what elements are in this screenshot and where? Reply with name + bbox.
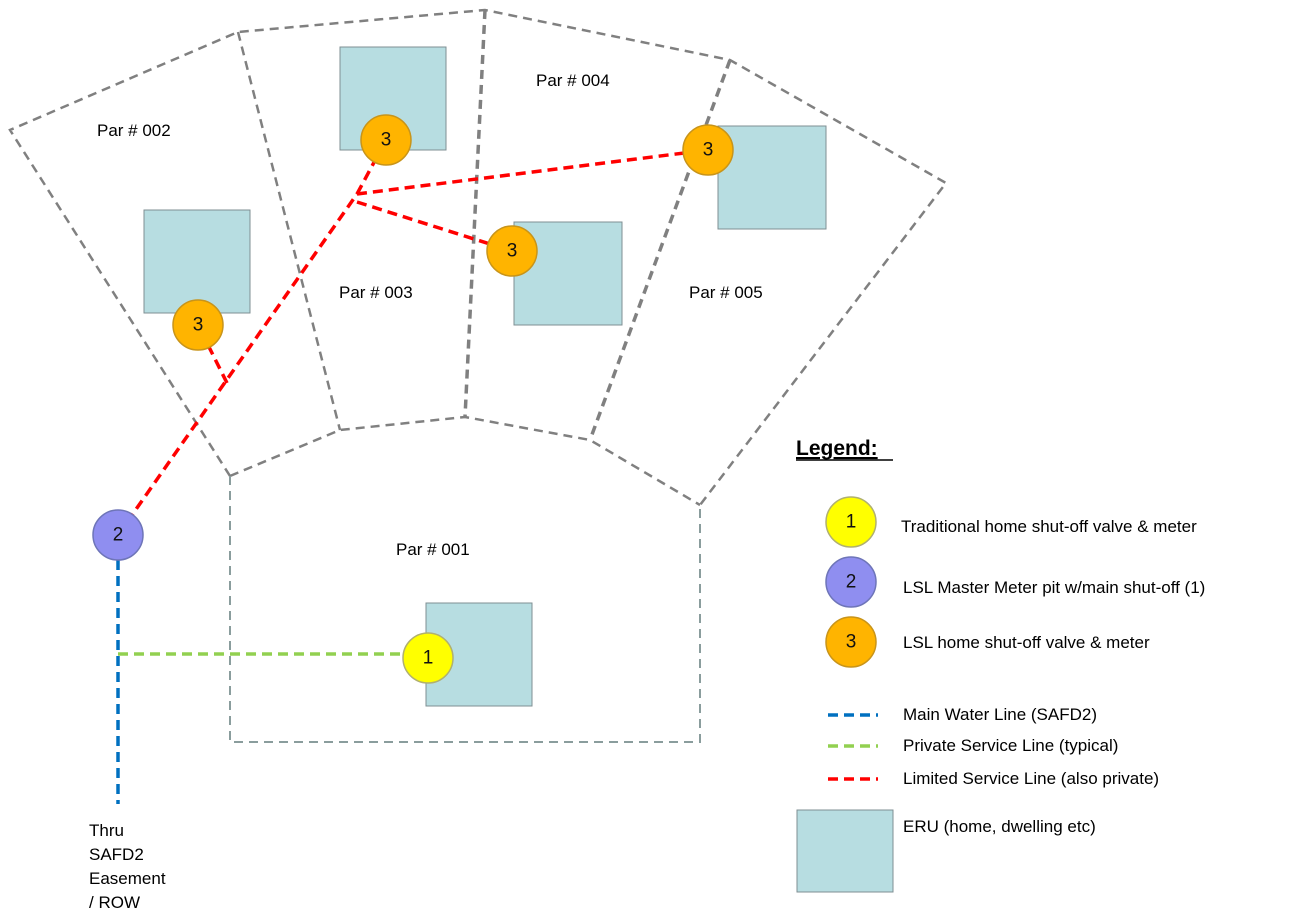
legend-node-3-icon: [825, 616, 877, 668]
node-label: 3: [507, 241, 518, 262]
node-2-master-meter: 2: [92, 509, 144, 561]
node-1-parcel-001: 1: [402, 632, 454, 684]
node-label: 3: [703, 140, 714, 161]
node-label: 3: [193, 315, 204, 336]
legend-limited-line: Limited Service Line (also private): [828, 769, 1159, 788]
node-3-parcel-003: 3: [360, 114, 412, 166]
legend-limited-line-label: Limited Service Line (also private): [903, 769, 1159, 788]
legend-item-1: 1 Traditional home shut-off valve & mete…: [825, 496, 1197, 548]
limited-line-to-005: [356, 148, 709, 196]
limited-line-trunk: [116, 192, 359, 537]
legend-node-1-icon: [825, 496, 877, 548]
boundary-004-005: [588, 59, 732, 441]
boundary-parcel-001: [229, 476, 701, 743]
legend-item-3-label: LSL home shut-off valve & meter: [903, 633, 1150, 652]
node-label: 2: [113, 525, 124, 546]
legend-eru-swatch: [796, 809, 894, 893]
legend-item-2-label: LSL Master Meter pit w/main shut-off (1): [903, 578, 1205, 597]
legend-title: Legend:: [796, 437, 878, 460]
legend-item-3: 3 LSL home shut-off valve & meter: [825, 616, 1150, 668]
legend-node-2-icon: [825, 556, 877, 608]
legend-main-line: Main Water Line (SAFD2): [828, 705, 1097, 724]
node-3-parcel-005: 3: [682, 124, 734, 176]
eru-parcel-005: [717, 125, 827, 230]
boundary-003-004: [463, 9, 487, 418]
legend-main-line-label: Main Water Line (SAFD2): [903, 705, 1097, 724]
node-3-parcel-004: 3: [486, 225, 538, 277]
legend: Legend: 1 Traditional home shut-off valv…: [796, 437, 1205, 893]
legend-node-3-number: 3: [846, 632, 857, 653]
boundary-inner-arc: [229, 415, 701, 507]
legend-private-line-label: Private Service Line (typical): [903, 736, 1118, 755]
parcel-label-004: Par # 004: [536, 71, 610, 90]
parcel-label-003: Par # 003: [339, 283, 413, 302]
limited-line-to-004: [356, 200, 513, 253]
eru-parcel-002: [143, 209, 251, 314]
easement-note: Thru SAFD2 Easement / ROW: [89, 821, 166, 912]
easement-line-2: SAFD2: [89, 845, 144, 864]
legend-private-line: Private Service Line (typical): [828, 736, 1118, 755]
parcel-label-005: Par # 005: [689, 283, 763, 302]
parcel-label-001: Par # 001: [396, 540, 470, 559]
legend-eru-label: ERU (home, dwelling etc): [903, 817, 1096, 836]
node-3-parcel-002: 3: [172, 299, 224, 351]
legend-eru: ERU (home, dwelling etc): [796, 809, 1096, 893]
node-label: 1: [423, 648, 434, 669]
easement-line-3: Easement: [89, 869, 166, 888]
node-label: 3: [381, 130, 392, 151]
parcel-label-002: Par # 002: [97, 121, 171, 140]
legend-item-1-label: Traditional home shut-off valve & meter: [901, 517, 1197, 536]
easement-line-4: / ROW: [89, 893, 140, 912]
legend-node-2-number: 2: [846, 572, 857, 593]
legend-item-2: 2 LSL Master Meter pit w/main shut-off (…: [825, 556, 1205, 608]
easement-line-1: Thru: [89, 821, 124, 840]
boundary-002-003: [236, 31, 342, 431]
legend-node-1-number: 1: [846, 512, 857, 533]
parcel-boundaries: [8, 8, 948, 507]
